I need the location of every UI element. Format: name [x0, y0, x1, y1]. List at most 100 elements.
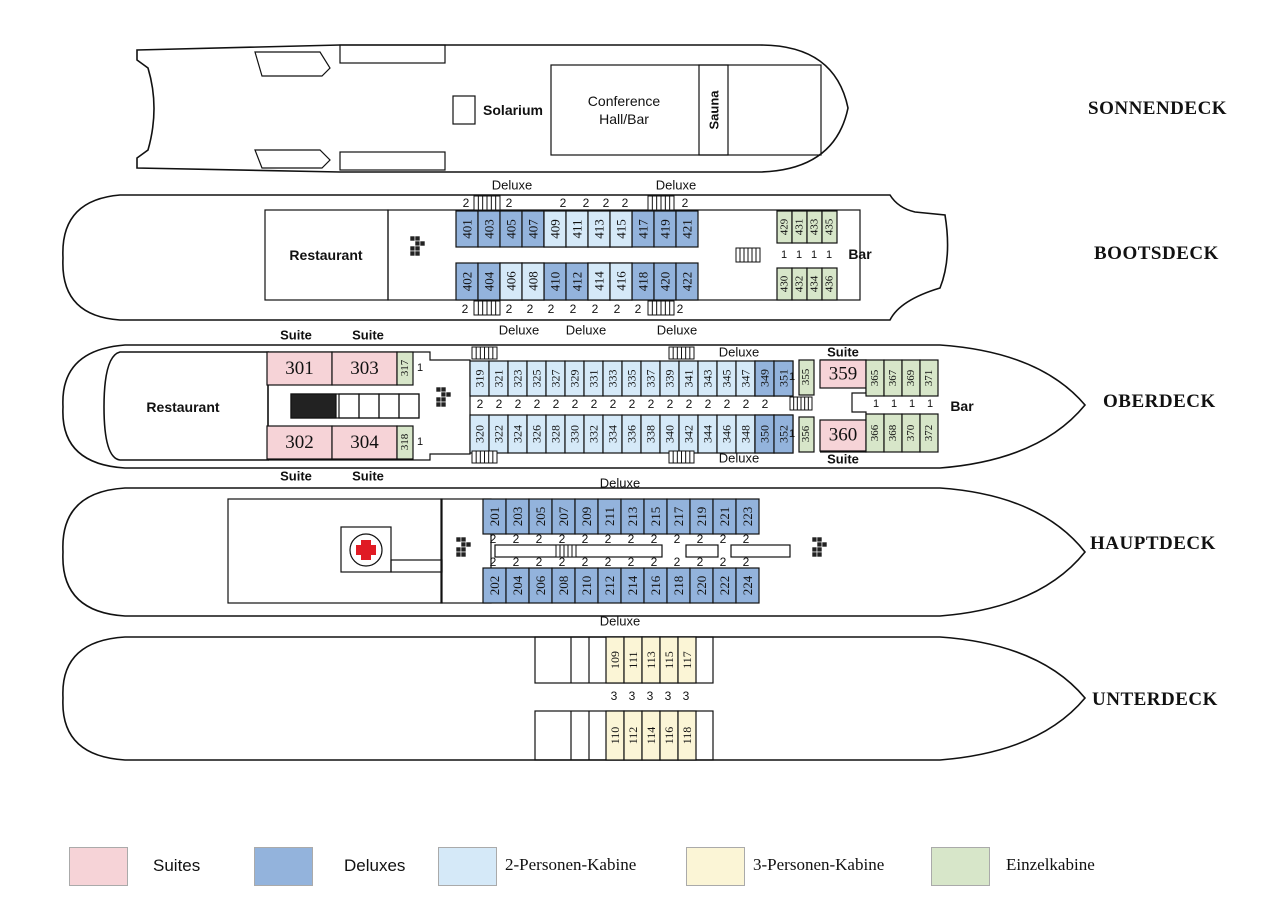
lifeboat-top-left [254, 51, 331, 77]
cabin-label-335: 335 [625, 370, 639, 388]
oberdeck-stair-icon [435, 401, 442, 408]
bootsdeck-bar-label: Bar [848, 246, 872, 262]
capacity-2: 2 [651, 532, 658, 546]
cabin-label-329: 329 [568, 370, 582, 388]
cabin-single-label-366: 366 [869, 424, 881, 441]
cabin-label-224: 224 [740, 575, 755, 595]
cabin-2p-label: 416 [614, 271, 629, 291]
capacity-1: 1 [927, 398, 933, 410]
cabin-label-360: 360 [829, 425, 858, 446]
hauptdeck-stair-icon-fore [821, 541, 828, 548]
hauptdeck-stair-icon-aft [465, 541, 472, 548]
hauptdeck-stair-icon-fore [811, 546, 818, 553]
legend-label-einzelkabine: Einzelkabine [1006, 855, 1095, 874]
cabin-317 [396, 351, 414, 386]
oberdeck-suite-label-360: Suite [827, 452, 859, 467]
hauptdeck-stair-icon-fore [816, 546, 823, 553]
capacity-2: 2 [705, 397, 712, 411]
locker [378, 393, 400, 419]
hauptdeck-stair-icon-fore [816, 541, 823, 548]
cabin-label-328: 328 [549, 425, 563, 443]
deck-label-sonnendeck: SONNENDECK [1088, 98, 1228, 119]
cabin-label-321: 321 [492, 370, 506, 388]
capacity-2: 2 [605, 532, 612, 546]
oberdeck-suite-label-302: Suite [280, 469, 312, 484]
cabin-label-356: 356 [800, 425, 812, 442]
cabin-label-317: 317 [399, 359, 411, 376]
solarium-label: Solarium [483, 102, 543, 118]
cabin-422 [675, 262, 699, 301]
cabin-label-346: 346 [720, 425, 734, 443]
cabin-label-215: 215 [648, 507, 663, 527]
oberdeck-deluxe-bottom: Deluxe [719, 451, 759, 466]
cabin-label-402: 402 [460, 272, 475, 292]
capacity-2: 2 [513, 532, 520, 546]
legend-label-suites: Suites [153, 856, 201, 875]
unterdeck-hull [62, 636, 1087, 761]
capacity-2: 2 [605, 555, 612, 569]
oberdeck-deluxe-top: Deluxe [719, 345, 759, 360]
cabin-label-223: 223 [740, 507, 755, 527]
bootsdeck-stair-icon [409, 250, 416, 257]
cabin-label-323: 323 [511, 370, 525, 388]
capacity-2: 2 [592, 302, 599, 316]
cabin-label-319: 319 [473, 370, 487, 388]
conference-label-1: Conference [588, 93, 661, 109]
cabin-single-label-433: 433 [809, 218, 821, 235]
oberdeck-suite-block [268, 351, 471, 461]
cabin-label-331: 331 [587, 370, 601, 388]
cabin-2p-label: 414 [592, 271, 607, 291]
cabin-label-401: 401 [460, 219, 475, 239]
cabin-2p-label: 411 [570, 219, 585, 238]
cabin-318 [396, 425, 414, 460]
capacity-2: 2 [651, 555, 658, 569]
cabin-359 [819, 359, 867, 389]
hauptdeck-stair-icon-aft [455, 546, 462, 553]
cabin-label-212: 212 [602, 576, 617, 596]
capacity-2: 2 [506, 302, 513, 316]
locker [398, 393, 420, 419]
capacity-2: 2 [677, 302, 684, 316]
cabin-label-338: 338 [644, 425, 658, 443]
hauptdeck-hull [62, 487, 1087, 617]
cabin-suite-304 [331, 425, 398, 460]
hauptdeck-stair-icon-aft [455, 536, 462, 543]
cabin-label-412: 412 [570, 272, 585, 292]
cabin-single-label-372: 372 [923, 425, 935, 442]
capacity-2: 2 [527, 302, 534, 316]
bootsdeck-deluxe-top-right: Deluxe [656, 178, 696, 193]
locker [338, 393, 360, 419]
cabin-label-325: 325 [530, 370, 544, 388]
cabin-label-109: 109 [608, 651, 622, 669]
medical-corridor [390, 559, 443, 573]
cabin-label-419: 419 [658, 219, 673, 239]
cabin-label-420: 420 [658, 272, 673, 292]
capacity-2: 2 [724, 397, 731, 411]
cabin-label-209: 209 [579, 507, 594, 527]
cabin-single-label-371: 371 [923, 370, 935, 387]
cabin-label-208: 208 [556, 576, 571, 596]
cabin-label-211: 211 [602, 507, 617, 526]
deck-label-unterdeck: UNTERDECK [1092, 689, 1218, 710]
capacity-2: 2 [610, 397, 617, 411]
cabin-label-324: 324 [511, 425, 525, 443]
bootsdeck-deluxe-bottom-2: Deluxe [566, 323, 606, 338]
capacity-2: 2 [648, 397, 655, 411]
cabin-label-216: 216 [648, 575, 663, 595]
capacity-2: 2 [582, 555, 589, 569]
capacity-2: 2 [553, 397, 560, 411]
cabin-label: 349 [758, 369, 772, 387]
cabin-single-label-368: 368 [887, 424, 899, 441]
hauptdeck-deluxe-top: Deluxe [600, 476, 640, 491]
capacity-1: 1 [417, 436, 423, 448]
capacity-2: 2 [490, 555, 497, 569]
legend-swatch-3-personen [686, 847, 745, 886]
cabin-label-115: 115 [662, 651, 676, 669]
cabin-label-322: 322 [492, 425, 506, 443]
cabin-label-422: 422 [680, 272, 695, 292]
bootsdeck-deluxe-bottom-3: Deluxe [657, 323, 697, 338]
cabin-label-222: 222 [717, 576, 732, 596]
cabin-label-210: 210 [579, 576, 594, 596]
capacity-2: 2 [697, 532, 704, 546]
cabin-label-337: 337 [644, 370, 658, 388]
